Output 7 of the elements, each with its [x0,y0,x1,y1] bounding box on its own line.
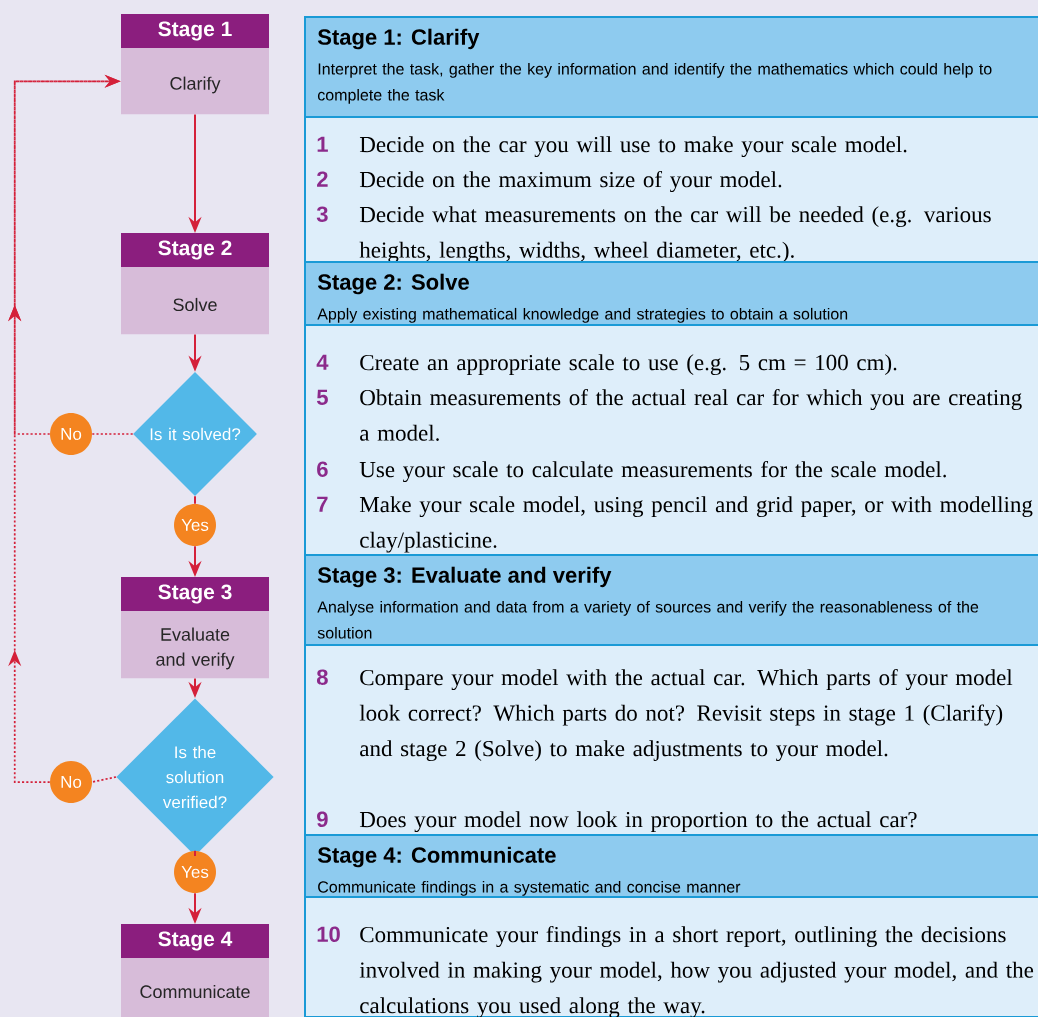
stage-box: Stage 1 Clarify [121,14,269,115]
stage-box: Stage 3 Evaluate and verify [121,577,269,679]
stage-panel: Stage 1: Clarify Interpret the task, gather the key information and identify the mathematics which could help to complete the task 1 Decide on the car you will use to make your scale model. 2 Decide on the maximum size of your model. 3 Decide what measurements on the car will be needed (e.g. various heights, lengths, widths, wheel diameter, etc.). [304,16,1038,263]
stage-box: Stage 2 Solve [121,233,269,335]
stage-panel: Stage 3: Evaluate and verify Analyse information and data from a variety of sources and verify the reasonableness of the solution 8 Compare your model with the actual car. Which parts of your model look correct? Which parts do not? Revisit steps in stage 1 (Clarify) and stage 2 (Solve) to make adjustments to your model. 9 Does your model now look in proportion to the actual car? [304,554,1038,836]
stage-panel: Stage 2: Solve Apply existing mathematical knowledge and strategies to obtain a solution 4 Create an appropriate scale to use (e.g. 5 cm = 100 cm). 5 Obtain measurements of the actual real car for which you are creating a model. 6 Use your scale to calculate measurements for the scale model. 7 Make your scale model, using pencil and grid paper, or with modelling clay/plasticine. [304,261,1038,556]
stage-box: Stage 4 Communicate [121,924,269,1017]
